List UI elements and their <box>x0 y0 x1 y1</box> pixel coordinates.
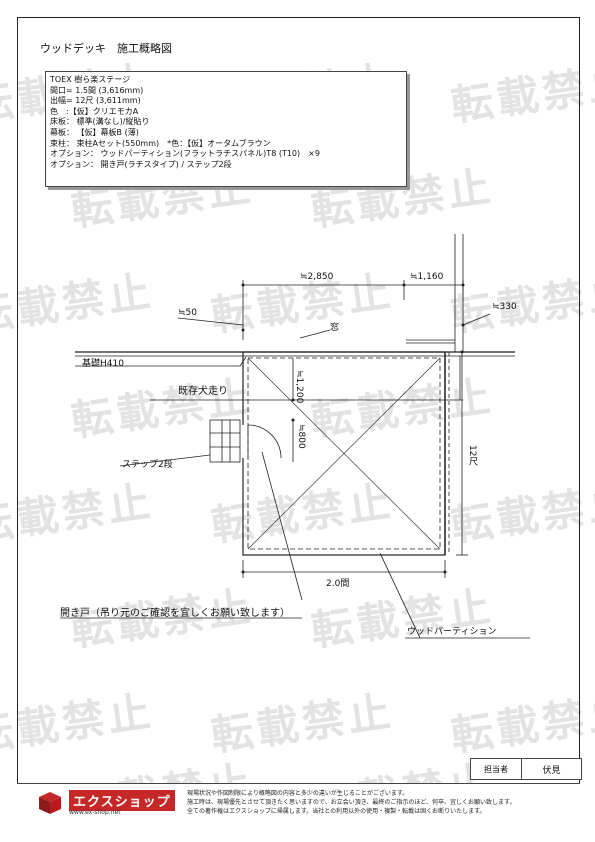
dim-dot <box>291 398 295 402</box>
dim-bottom: 2.0間 <box>326 579 350 589</box>
dim-dot <box>241 570 245 574</box>
dim-right: 12尺 <box>467 445 477 466</box>
disclaimer-line: 施工時は、現場優先とさせて頂きたく思いますので、お立会い頂き、最終のご指示のほど… <box>187 799 516 806</box>
dim-dot <box>443 570 447 574</box>
dim-dot <box>291 418 295 422</box>
leader-step <box>119 454 211 467</box>
dim-1200: ≒1,200 <box>294 370 304 404</box>
spec-line: 束柱： 束柱Aセット(550mm) *色：【仮】オータムブラウン <box>50 138 271 148</box>
dim-dot <box>241 328 245 332</box>
label-partition: ウッドパーティション <box>407 627 497 637</box>
leader-330 <box>462 313 491 326</box>
spec-line: 出幅= 12尺 (3,611mm) <box>50 96 141 106</box>
label-window: 窓 <box>330 323 340 333</box>
label-step: ステップ2段 <box>122 460 173 470</box>
door-swing <box>247 424 282 459</box>
leader-partition <box>379 552 421 639</box>
spec-line: オプション： 開き戸(ラチスタイプ) / ステップ2段 <box>50 159 232 169</box>
note-door: 開き戸（吊り元のご確認を宜しくお願い致します） <box>60 608 290 619</box>
leader-door <box>261 451 303 601</box>
disclaimer-line: 全ての著作権はエクスショップに帰属します。当社との利用以外の使用・複製・転載は固… <box>187 808 486 815</box>
label-existing-walkway: 既存犬走り <box>178 386 228 397</box>
dim-top-right: ≒1,160 <box>410 272 444 282</box>
logo-text: エクスショップ <box>69 790 175 811</box>
dim-50: ≒50 <box>178 308 198 318</box>
dim-dot <box>241 283 245 287</box>
dim-dot <box>402 283 406 287</box>
dim-top-left: ≒2,850 <box>300 272 334 282</box>
partition-inner <box>247 357 441 550</box>
spec-box: TOEX 樹ら楽ステージ 間口= 1.5間 (3,616mm) 出幅= 12尺 … <box>45 71 407 187</box>
spec-line: 幕板： 【仮】幕板B (薄) <box>50 127 139 137</box>
footer: エクスショップ www.ex-shop.net 現場状況や作図制限により概略図の… <box>17 783 580 826</box>
spec-line: オプション： ウッドパーティション(フラットラチスパネル)T8 (T10) ×9 <box>50 149 320 159</box>
step-block <box>209 419 241 463</box>
stamp-label: 担当者 <box>471 759 522 779</box>
stamp-box: 担当者 伏見 <box>470 758 582 780</box>
disclaimer-line: 現場状況や作図制限により概略図の内容と多少の違いが生じることがございます。 <box>187 790 409 797</box>
dim-dot <box>460 350 464 354</box>
box-icon <box>39 792 61 814</box>
spec-line: TOEX 樹ら楽ステージ <box>50 75 131 84</box>
dim-330: ≒330 <box>492 302 517 312</box>
page-title: ウッドデッキ 施工概略図 <box>40 42 172 55</box>
disclaimer: 現場状況や作図制限により概略図の内容と多少の違いが生じることがございます。 施工… <box>187 789 515 816</box>
stamp-name: 伏見 <box>542 765 561 776</box>
spec-line: 色 :【仮】クリエモカA <box>50 106 139 116</box>
spec-line: 床板： 標準(溝なし)/縦貼り <box>50 117 150 127</box>
spec-line: 間口= 1.5間 (3,616mm) <box>50 85 144 95</box>
leader-window <box>299 329 331 339</box>
label-foundation: 基礎H410 <box>82 359 124 369</box>
dim-dot <box>461 283 465 287</box>
leader-50 <box>177 317 244 326</box>
company-logo: エクスショップ www.ex-shop.net <box>35 788 185 822</box>
logo-url: www.ex-shop.net <box>69 809 121 816</box>
dim-800: ≒800 <box>296 424 306 449</box>
dim-dot <box>461 323 465 327</box>
